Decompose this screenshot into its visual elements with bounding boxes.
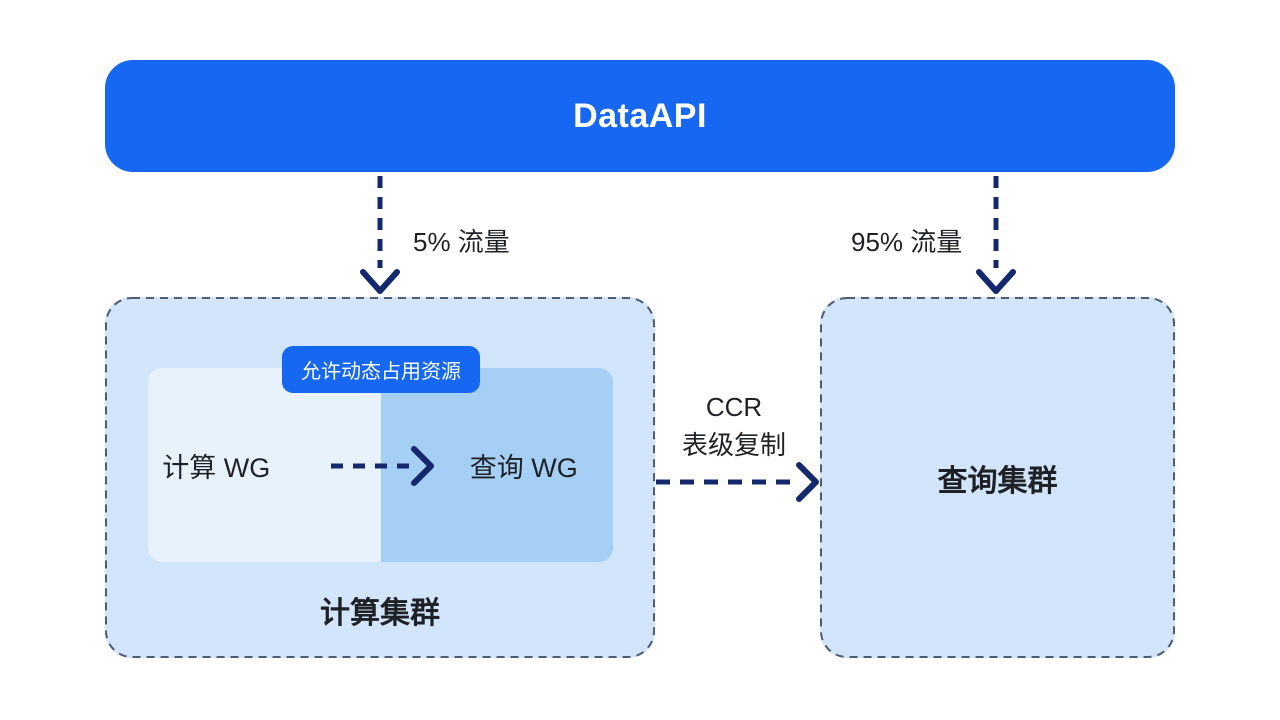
compute-cluster-label: 计算集群 xyxy=(320,597,440,630)
compute-wg-label: 计算 WG xyxy=(162,452,271,483)
down-arrow-left-head xyxy=(360,269,400,294)
down-arrow-right-head xyxy=(976,269,1016,294)
dataapi-title: DataAPI xyxy=(573,96,707,135)
ccr-replication-label: CCR 表级复制 xyxy=(650,388,818,464)
down-arrow-icon-left xyxy=(360,176,400,294)
compute-wg-area: 计算 WG xyxy=(148,368,381,562)
dataapi-banner: DataAPI xyxy=(105,60,1175,172)
right-flow-label: 95% 流量 xyxy=(851,227,963,257)
right-arrow-icon-ccr xyxy=(656,462,819,502)
query-wg-area: 查询 WG xyxy=(380,368,613,562)
left-flow-label: 5% 流量 xyxy=(413,227,510,257)
dynamic-resource-badge: 允许动态占用资源 xyxy=(282,346,480,393)
ccr-label-line2: 表级复制 xyxy=(681,430,786,460)
query-cluster-label: 查询集群 xyxy=(937,464,1058,498)
query-cluster-box: 查询集群 xyxy=(820,297,1175,658)
down-arrow-icon-right xyxy=(976,176,1016,294)
query-wg-label: 查询 WG xyxy=(469,452,578,483)
ccr-label-line1: CCR xyxy=(705,392,763,422)
workload-group-panel: 计算 WG 查询 WG xyxy=(148,368,613,562)
ccr-arrow-head xyxy=(796,462,819,502)
